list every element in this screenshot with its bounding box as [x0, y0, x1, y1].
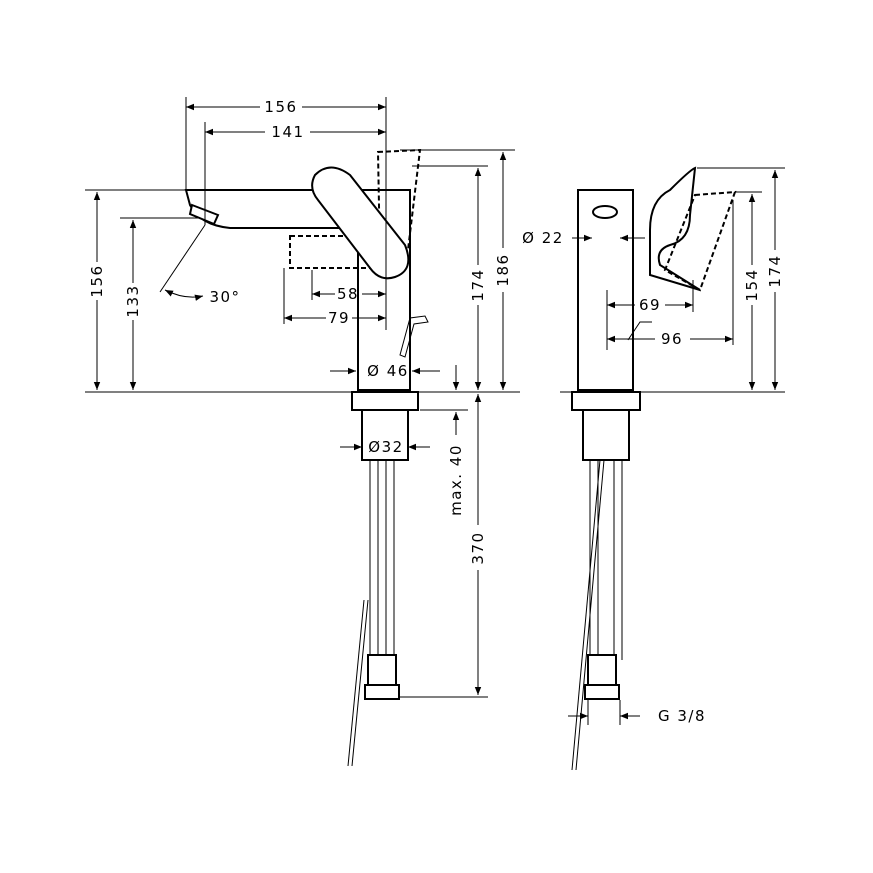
side-handle [649, 166, 701, 291]
side-handle-open [663, 190, 737, 292]
dim-height-174-side: 174 [766, 254, 784, 287]
hose-connector [367, 654, 397, 686]
dim-width-spout: 141 [271, 123, 304, 141]
popup-cable [347, 599, 365, 767]
dimension-lines [93, 103, 779, 725]
dim-outlet-diameter: Ø 22 [522, 229, 564, 247]
dim-thread-diameter: Ø32 [368, 438, 403, 456]
mounting-thread [361, 409, 409, 461]
dim-connection: G 3/8 [658, 707, 706, 725]
outlet [592, 205, 618, 219]
dim-handle-79: 79 [328, 309, 350, 327]
extension-lines [85, 97, 785, 698]
dim-hose-length: 370 [469, 531, 487, 564]
front-view-faucet [184, 148, 429, 767]
dim-height-174: 174 [469, 268, 487, 301]
hose-nut [364, 684, 400, 700]
aerator [188, 203, 220, 226]
dim-body-diameter: Ø 46 [367, 362, 409, 380]
side-popup-rod [627, 321, 652, 341]
handle [311, 166, 410, 280]
dim-height-154: 154 [743, 268, 761, 301]
side-view-faucet [571, 166, 737, 771]
dim-depth-96: 96 [661, 330, 683, 348]
base-plate [351, 391, 419, 411]
side-body [577, 189, 634, 391]
popup-rod [399, 315, 429, 358]
dim-spray-angle: 30° [209, 288, 240, 306]
dim-max-thickness: max. 40 [447, 444, 465, 516]
dim-handle-58: 58 [337, 285, 359, 303]
dim-height-outlet: 133 [124, 284, 142, 317]
dim-width-overall: 156 [264, 98, 297, 116]
dim-height-186: 186 [494, 253, 512, 286]
dim-depth-69: 69 [639, 296, 661, 314]
dim-height-overall: 156 [88, 264, 106, 297]
